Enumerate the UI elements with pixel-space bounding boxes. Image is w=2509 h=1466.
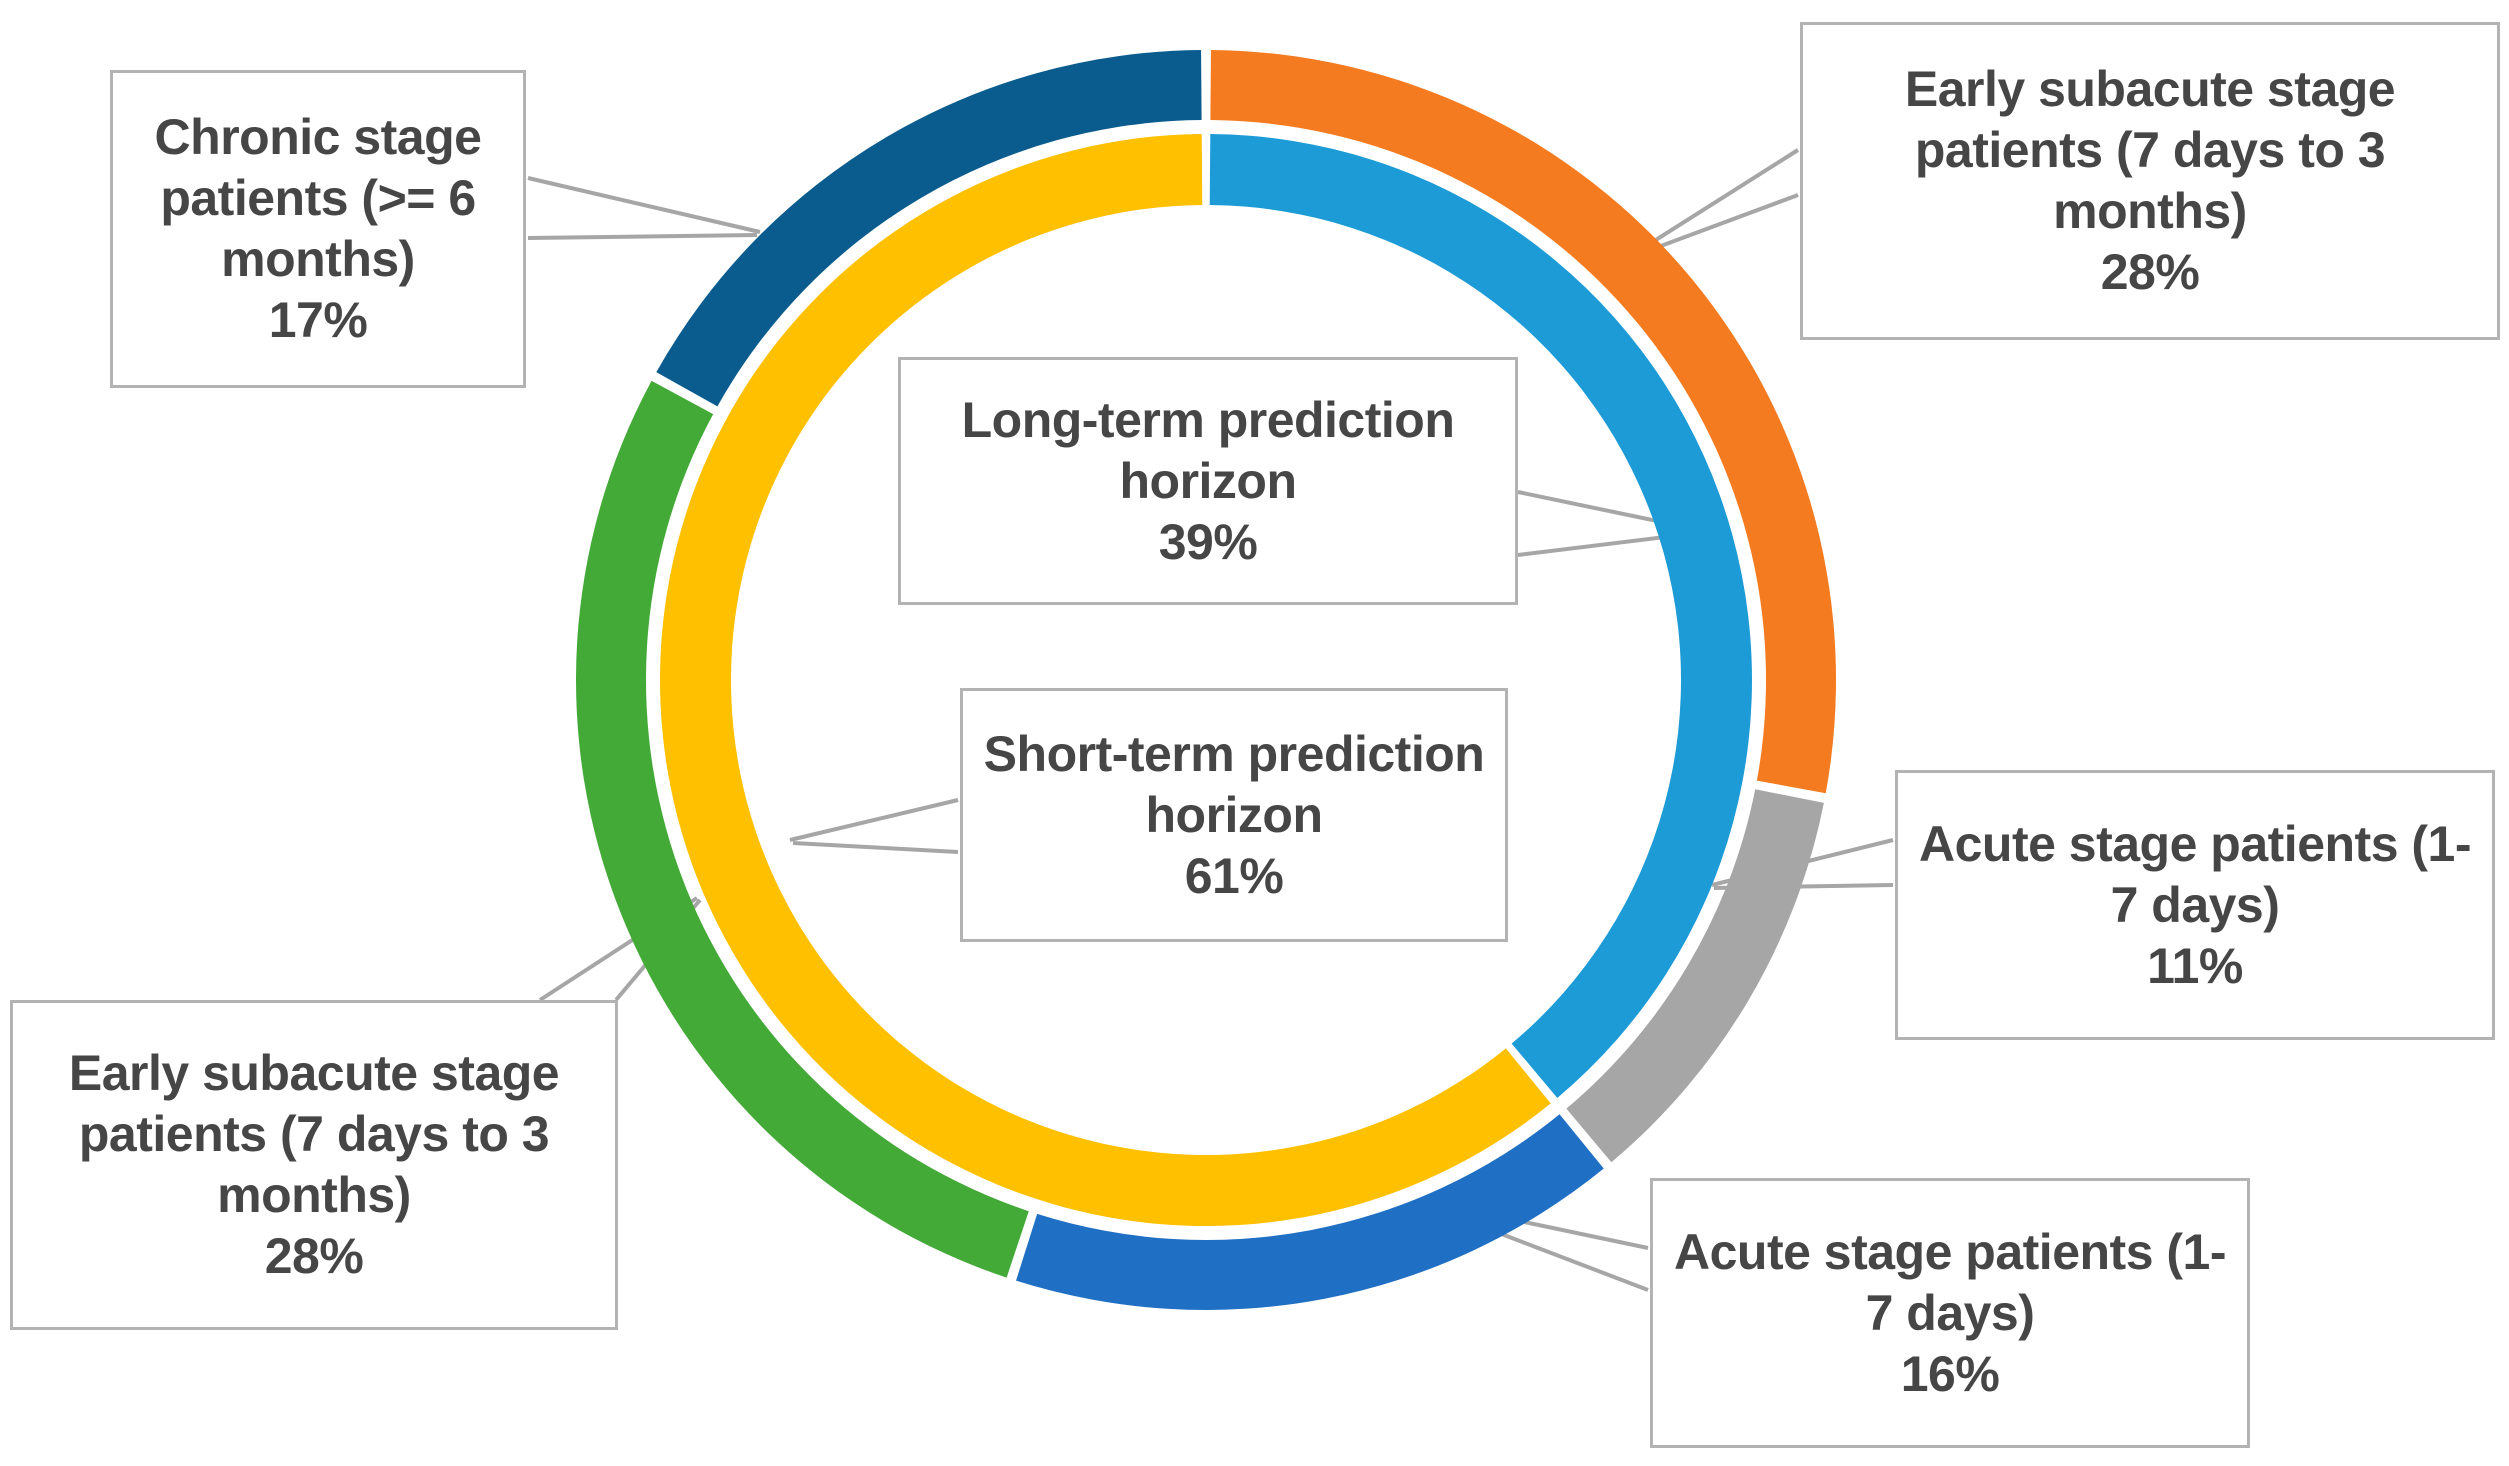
callout-early-subacute-bottom-title: Early subacute stage patients (7 days to… [68, 1045, 560, 1223]
callout-early-subacute-bottom-percent: 28% [264, 1228, 364, 1284]
segment-acute-11-gray[interactable] [1566, 789, 1824, 1163]
leader-line-short-term-2 [792, 841, 959, 854]
callout-short-term-horizon[interactable]: Short-term prediction horizon 61% [960, 688, 1508, 942]
callout-early-subacute-top[interactable]: Early subacute stage patients (7 days to… [1800, 22, 2500, 340]
callout-chronic-title: Chronic stage patients (>= 6 months) [154, 109, 482, 287]
callout-short-term-title: Short-term prediction horizon [983, 725, 1485, 843]
callout-acute-right-percent: 11% [2147, 937, 2243, 994]
leader-line-early-top [1638, 148, 1800, 252]
callout-chronic-percent: 17% [268, 292, 368, 348]
callout-acute-bottom-percent: 16% [1900, 1345, 2000, 1402]
callout-acute-stage-bottom[interactable]: Acute stage patients (1-7 days) 16% [1650, 1178, 2250, 1448]
segment-chronic-17-navy[interactable] [656, 50, 1202, 407]
callout-early-subacute-top-title: Early subacute stage patients (7 days to… [1904, 61, 2396, 239]
leader-line-chronic-2 [527, 233, 758, 240]
segment-early-subacute-28-orange[interactable] [1210, 50, 1837, 794]
leader-line-early-top-2 [1641, 193, 1799, 255]
callout-acute-right-title: Acute stage patients (1-7 days) [1918, 815, 2472, 933]
leader-line-chronic [527, 176, 761, 234]
callout-long-term-percent: 39% [1158, 513, 1258, 570]
inner-ring [659, 134, 1752, 1227]
segment-long-term-39-lightblue[interactable] [1209, 134, 1752, 1098]
callout-early-subacute-bottom[interactable]: Early subacute stage patients (7 days to… [10, 1000, 618, 1330]
outer-ring [575, 50, 1837, 1311]
callout-long-term-title: Long-term prediction horizon [961, 391, 1455, 509]
segment-short-term-61-yellow[interactable] [659, 134, 1551, 1227]
callout-chronic-stage[interactable]: Chronic stage patients (>= 6 months) 17% [110, 70, 526, 388]
segment-early-subacute-28-green[interactable] [575, 380, 1029, 1278]
callout-short-term-percent: 61% [1184, 847, 1284, 904]
leader-line-short-term [789, 798, 959, 842]
callout-early-subacute-top-percent: 28% [2100, 244, 2200, 300]
callout-acute-bottom-title: Acute stage patients (1-7 days) [1673, 1223, 2227, 1341]
callout-acute-stage-right[interactable]: Acute stage patients (1-7 days) 11% [1895, 770, 2495, 1040]
callout-long-term-horizon[interactable]: Long-term prediction horizon 39% [898, 357, 1518, 605]
segment-acute-16-blue[interactable] [1016, 1114, 1604, 1311]
